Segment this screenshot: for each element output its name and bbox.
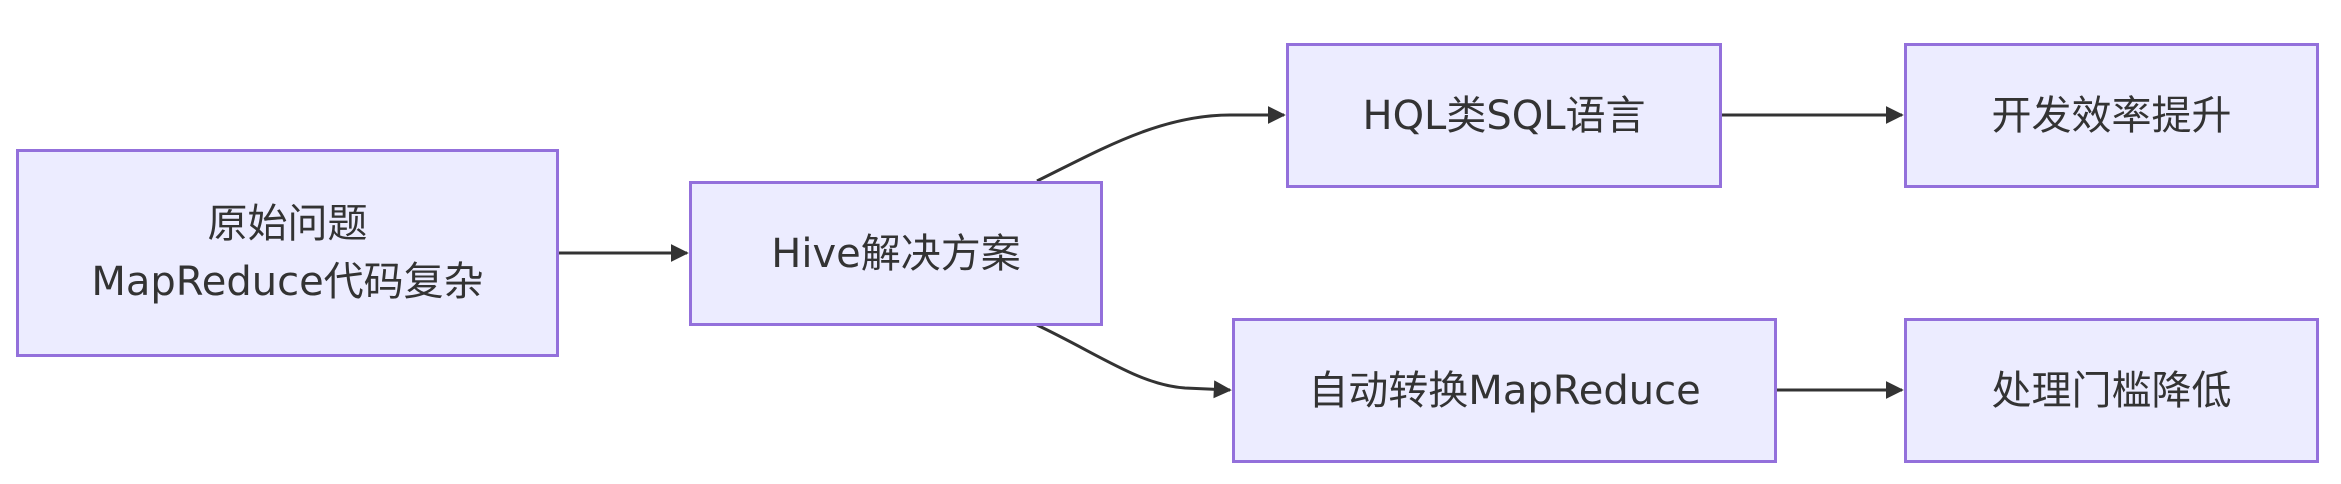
node-lower-threshold-label: 处理门槛降低: [1991, 367, 2232, 414]
node-original-problem: 原始问题 MapReduce代码复杂: [16, 149, 559, 357]
node-dev-efficiency: 开发效率提升: [1904, 43, 2319, 188]
node-auto-convert: 自动转换MapReduce: [1232, 318, 1777, 463]
edge-hive-to-auto: [1036, 323, 1232, 399]
node-hive-solution: Hive解决方案: [689, 181, 1103, 326]
node-lower-threshold: 处理门槛降低: [1904, 318, 2319, 463]
node-original-problem-line2: MapReduce代码复杂: [91, 259, 484, 305]
node-hql-language: HQL类SQL语言: [1286, 43, 1722, 188]
edge-hive-to-hql: [1036, 106, 1286, 183]
node-auto-convert-label: 自动转换MapReduce: [1308, 367, 1701, 414]
node-hive-solution-label: Hive解决方案: [771, 230, 1021, 277]
node-hql-language-label: HQL类SQL语言: [1362, 92, 1646, 139]
node-dev-efficiency-label: 开发效率提升: [1991, 92, 2232, 139]
node-original-problem-line1: 原始问题: [207, 201, 368, 247]
